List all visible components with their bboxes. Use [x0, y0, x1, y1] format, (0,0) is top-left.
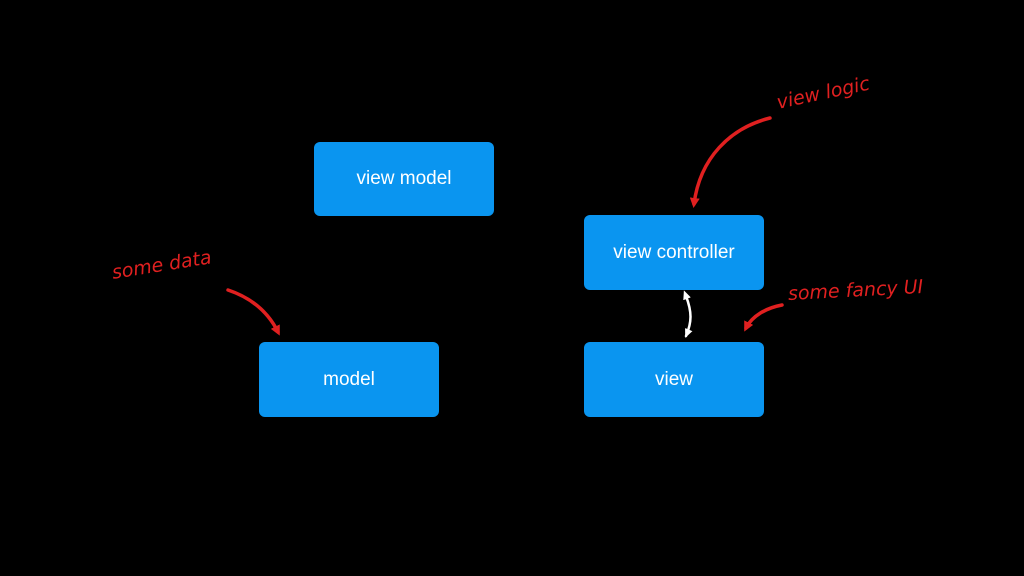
- arrow-some-data: [226, 288, 280, 336]
- node-view-label: view: [654, 368, 693, 390]
- node-view-model-label: view model: [356, 168, 452, 189]
- arrow-view-logic: [689, 116, 772, 208]
- node-model: model: [259, 342, 439, 417]
- node-view-controller-label: view controller: [613, 241, 735, 263]
- arrow-some-fancy-ui: [744, 303, 784, 332]
- node-view-controller: view controller: [584, 215, 764, 290]
- node-view: view: [584, 342, 764, 417]
- node-model-label: model: [323, 368, 375, 390]
- arrow-controller-view-bidirectional: [683, 290, 693, 338]
- node-view-model: view model: [314, 142, 494, 216]
